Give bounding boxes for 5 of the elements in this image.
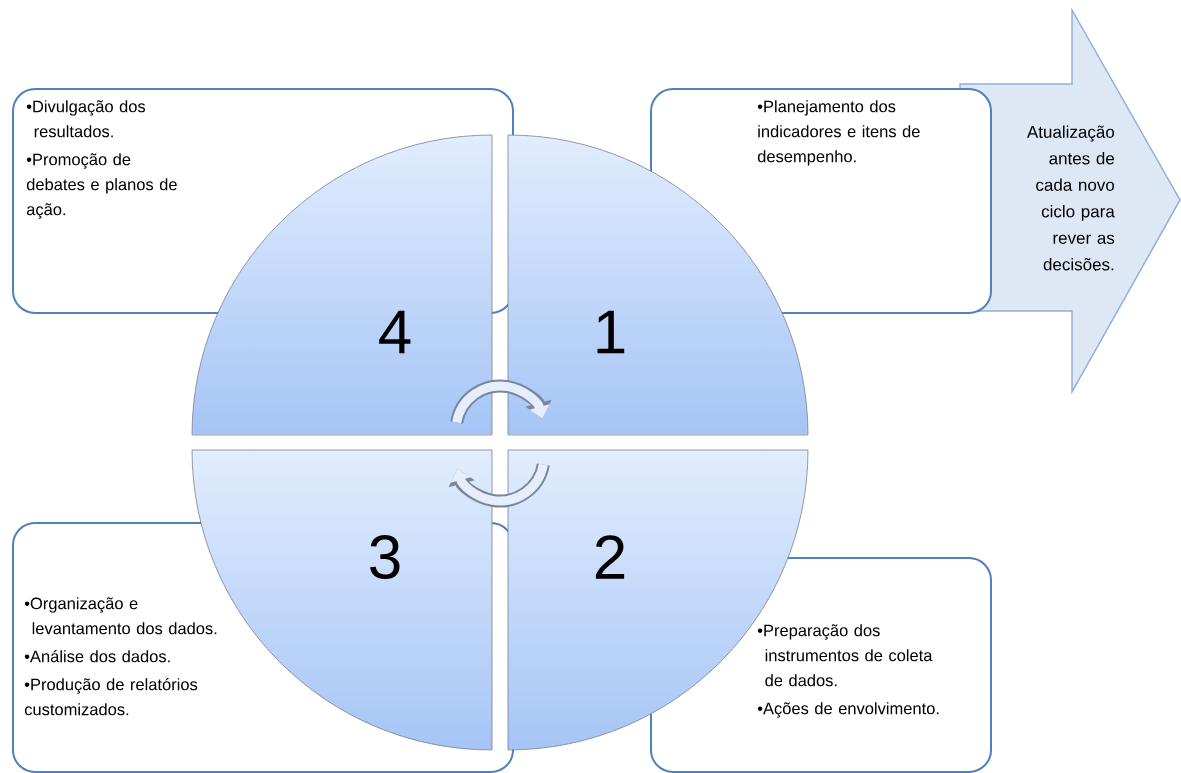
cycle-arrow: [450, 379, 552, 424]
bullet-text: •Divulgação dos resultados.: [26, 100, 146, 138]
bullet-text: •Promoção de debates e planos de ação.: [26, 153, 177, 219]
cycle-arrow: [448, 463, 550, 508]
bullet-text: •Análise dos dados.: [24, 650, 170, 663]
